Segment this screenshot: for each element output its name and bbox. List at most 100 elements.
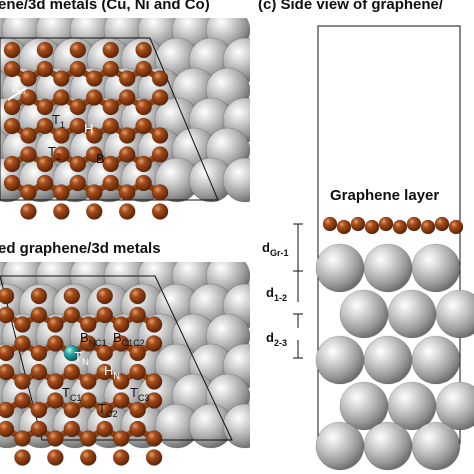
carbon-atom xyxy=(30,420,48,438)
carbon-atom xyxy=(69,41,87,59)
carbon-atom xyxy=(69,155,87,173)
carbon-atom xyxy=(85,127,103,144)
site-tc2-label: TC2 xyxy=(98,401,117,419)
carbon-atom-side xyxy=(322,216,338,232)
nitrogen-atom xyxy=(63,344,81,362)
carbon-atom xyxy=(47,335,64,352)
carbon-atom xyxy=(112,316,130,333)
carbon-atom xyxy=(79,373,97,390)
graphene-layer-side xyxy=(322,216,464,235)
carbon-atom xyxy=(0,344,15,362)
carbon-atom xyxy=(129,306,146,324)
carbon-atom xyxy=(53,70,70,87)
carbon-atom xyxy=(0,420,15,438)
site-bc1c2-label: BC1C2 xyxy=(113,330,145,348)
carbon-atom xyxy=(14,335,31,352)
panel-b-top-view: TN BNC1 BC1C2 HN TC1 TC2 TC3 xyxy=(0,262,250,466)
carbon-atom xyxy=(63,287,81,305)
metal-atom-side xyxy=(315,243,365,293)
site-t2-label: T2 xyxy=(48,144,61,162)
carbon-atom xyxy=(112,335,130,352)
metal-atom-side xyxy=(363,243,413,293)
carbon-atom xyxy=(20,89,37,106)
carbon-atom xyxy=(102,98,120,116)
carbon-atom xyxy=(112,449,130,466)
carbon-atom xyxy=(118,127,136,144)
carbon-atom xyxy=(112,430,130,447)
carbon-atom xyxy=(118,184,136,201)
a-gr-label: aGr xyxy=(12,80,26,96)
carbon-atom xyxy=(79,316,97,333)
carbon-atom xyxy=(53,127,70,144)
carbon-atom xyxy=(0,401,15,419)
metal-atom-side xyxy=(435,381,474,431)
carbon-atom xyxy=(112,392,130,409)
carbon-atom xyxy=(102,117,120,135)
carbon-atom xyxy=(20,146,37,163)
carbon-atom xyxy=(96,344,114,362)
carbon-atom xyxy=(129,363,146,381)
carbon-atom xyxy=(47,449,64,466)
panel-a-title: ene/3d metals (Cu, Ni and Co) xyxy=(0,0,210,13)
carbon-atom xyxy=(118,89,136,106)
carbon-atom xyxy=(69,60,87,78)
metal-atom-side xyxy=(315,421,365,471)
carbon-atom xyxy=(145,316,163,333)
carbon-atom xyxy=(96,420,114,438)
carbon-atom xyxy=(151,127,169,144)
carbon-atom xyxy=(53,203,70,220)
carbon-atom xyxy=(69,117,87,135)
carbon-atom xyxy=(135,98,152,116)
panel-c-title: (c) Side view of graphene/ xyxy=(258,0,444,13)
graphene-layer-label: Graphene layer xyxy=(330,187,439,204)
carbon-atom xyxy=(85,146,103,163)
carbon-atom xyxy=(135,41,152,59)
carbon-atom xyxy=(63,363,81,381)
metal-atom-side xyxy=(411,243,461,293)
carbon-atom xyxy=(135,117,152,135)
carbon-atom-side xyxy=(406,216,422,232)
carbon-atom xyxy=(118,146,136,163)
carbon-atom xyxy=(79,430,97,447)
carbon-atom xyxy=(14,373,31,390)
carbon-atom-side xyxy=(378,216,394,232)
carbon-atom-side xyxy=(448,219,464,235)
carbon-atom xyxy=(0,287,15,305)
unit-cell-a xyxy=(0,37,219,201)
carbon-atom xyxy=(3,98,21,116)
carbon-atom xyxy=(135,174,152,192)
carbon-atom xyxy=(14,392,31,409)
site-tc1-label: TC1 xyxy=(62,385,81,403)
carbon-atom xyxy=(3,174,21,192)
carbon-atom xyxy=(3,155,21,173)
carbon-atom xyxy=(96,287,114,305)
carbon-atom xyxy=(102,60,120,78)
site-tc3-label: TC3 xyxy=(130,385,149,403)
carbon-atom xyxy=(145,392,163,409)
panel-c-side-view: Graphene layer dGr-1 d1-2 d2-3 xyxy=(262,25,474,471)
carbon-atom xyxy=(20,70,37,87)
carbon-atom xyxy=(129,420,146,438)
carbon-atom xyxy=(145,449,163,466)
carbon-atom xyxy=(36,174,54,192)
carbon-atom xyxy=(85,184,103,201)
carbon-atom xyxy=(63,401,81,419)
carbon-atom xyxy=(30,401,48,419)
carbon-atom xyxy=(96,401,114,419)
site-bnc1-label: BNC1 xyxy=(80,330,107,348)
carbon-atom xyxy=(145,335,163,352)
carbon-atom xyxy=(135,155,152,173)
carbon-atom xyxy=(20,203,37,220)
metal-atom xyxy=(222,157,250,203)
carbon-atom xyxy=(118,203,136,220)
carbon-atom xyxy=(14,449,31,466)
carbon-atom xyxy=(0,306,15,324)
carbon-atom-side xyxy=(350,216,366,232)
carbon-atom xyxy=(129,401,146,419)
carbon-atom xyxy=(85,89,103,106)
carbon-atom-side xyxy=(392,219,408,235)
lattice-arrow-a xyxy=(7,87,27,101)
carbon-atom xyxy=(112,373,130,390)
carbon-atom xyxy=(3,60,21,78)
